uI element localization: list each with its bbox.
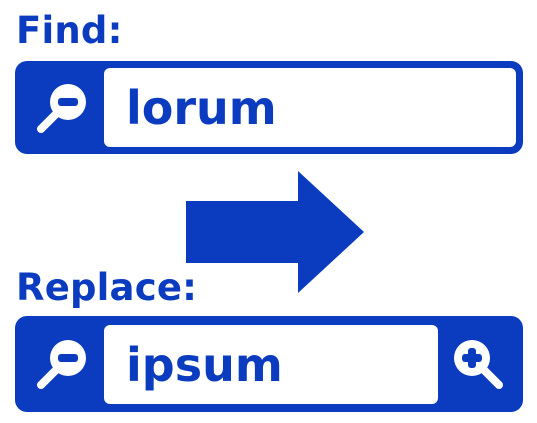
replace-field: ipsum: [15, 316, 523, 412]
find-field: lorum: [15, 61, 523, 154]
find-label: Find:: [16, 9, 123, 52]
replace-label: Replace:: [16, 266, 198, 309]
zoom-in-icon[interactable]: [435, 316, 519, 412]
zoom-out-icon[interactable]: [21, 61, 105, 154]
zoom-out-icon[interactable]: [21, 316, 105, 412]
find-input-value: lorum: [126, 80, 277, 135]
replace-input[interactable]: ipsum: [104, 325, 438, 404]
replace-input-value: ipsum: [126, 337, 283, 392]
arrow-right-icon: [186, 171, 364, 293]
find-input[interactable]: lorum: [104, 68, 516, 147]
